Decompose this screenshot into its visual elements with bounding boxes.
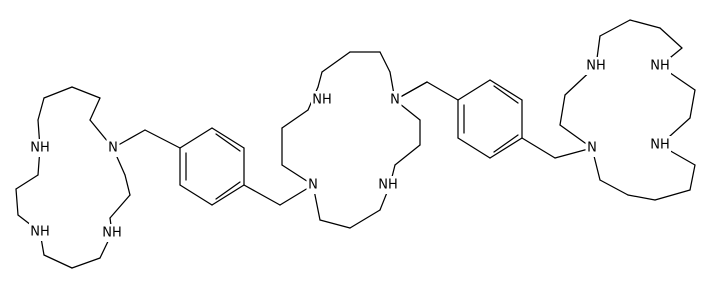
atom-label-background [377, 176, 399, 194]
bond-line [243, 184, 281, 206]
double-bond-line [215, 181, 241, 200]
atom-label-background [29, 223, 51, 241]
bond-line [37, 97, 45, 121]
bond-line [71, 257, 101, 269]
bond-line [281, 109, 309, 129]
bond-line [144, 129, 181, 149]
bond-line [629, 19, 661, 29]
atom-label-background [101, 224, 123, 242]
atom-label-background [311, 91, 333, 109]
bond-line [457, 79, 491, 101]
bond-line [317, 71, 323, 88]
atom-label-background [585, 57, 607, 75]
bond-line [319, 219, 351, 229]
atom-labels: N NH NH NH N NH N NH N NH NH NH [29, 57, 671, 242]
bond-line [379, 51, 391, 73]
amine-nh-label: NH [378, 178, 398, 193]
bond-line [599, 19, 631, 37]
bond-line [627, 194, 656, 201]
bond-line [211, 127, 245, 149]
nitrogen-atom-label: N [390, 93, 400, 108]
bond-line [321, 51, 351, 73]
bond-line [521, 137, 556, 159]
bond-line [689, 89, 696, 119]
amine-nh-label: NH [586, 59, 606, 74]
bond-line [394, 144, 421, 166]
bond-line [599, 179, 629, 196]
bond-line [659, 27, 683, 49]
bond-line [71, 86, 101, 99]
bond-line [179, 127, 213, 149]
atom-label-background [649, 136, 671, 154]
atom-label-background [306, 176, 320, 194]
amine-nh-label: NH [30, 225, 50, 240]
bond-line [211, 184, 245, 206]
atom-label-background [29, 139, 51, 157]
double-bond-line [215, 133, 241, 152]
nitrogen-atom-label: N [587, 141, 597, 156]
bond-line [426, 81, 459, 101]
bond-line [43, 254, 73, 269]
amine-nh-label: NH [650, 59, 670, 74]
bond-line [109, 194, 131, 219]
bond-line [15, 188, 19, 216]
bond-line [15, 174, 39, 190]
bond-line [489, 137, 523, 159]
bond-line [559, 94, 566, 126]
amine-nh-label: NH [30, 141, 50, 156]
atom-label-background [388, 91, 402, 109]
double-bond-line [493, 85, 519, 104]
atom-label-background [585, 139, 599, 157]
amine-nh-label: NH [312, 93, 332, 108]
bond-line [124, 174, 131, 196]
amine-nh-label: NH [102, 226, 122, 241]
bond-line [43, 86, 73, 99]
bond-line [89, 97, 101, 121]
atom-label-background [649, 57, 671, 75]
bond-line [489, 79, 523, 101]
atom-label-background [106, 139, 120, 157]
bond-line [349, 209, 381, 229]
bond-line [689, 164, 696, 191]
bond-line [654, 189, 691, 201]
double-bond-line [493, 134, 519, 153]
bond-line [179, 184, 213, 206]
amine-nh-label: NH [650, 138, 670, 153]
nitrogen-atom-label: N [108, 141, 118, 156]
bond-line [457, 137, 491, 159]
nitrogen-atom-label: N [308, 178, 318, 193]
